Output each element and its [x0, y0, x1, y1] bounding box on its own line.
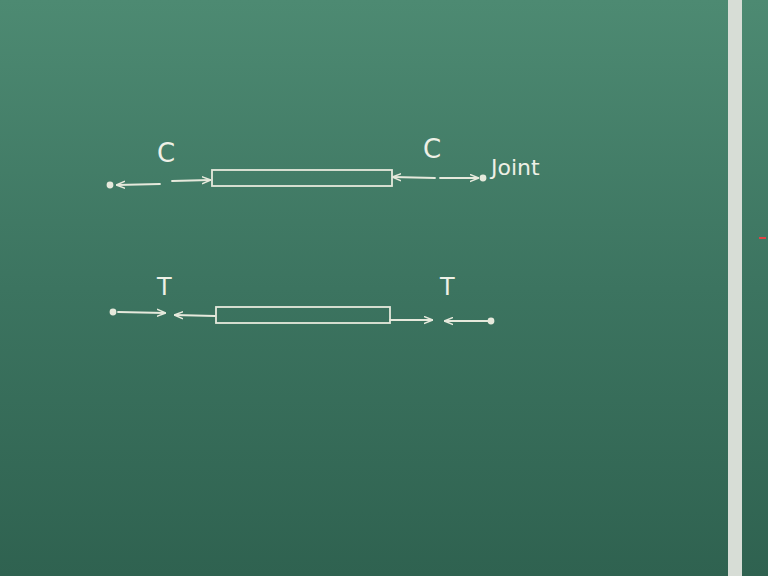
- force-label: T: [440, 275, 455, 299]
- joint-dot: [481, 176, 486, 181]
- force-arrow: [445, 320, 488, 322]
- chalk-mark: [759, 237, 766, 239]
- force-label: C: [157, 140, 175, 166]
- force-arrow: [440, 177, 478, 179]
- board-panel: [742, 0, 768, 576]
- joint-dot: [489, 319, 494, 324]
- force-arrow: [118, 312, 165, 313]
- joint-dot: [108, 183, 113, 188]
- force-arrow: [393, 177, 435, 178]
- force-arrow: [175, 315, 215, 316]
- force-label: C: [423, 136, 441, 162]
- member-bar: [216, 307, 390, 323]
- force-label: T: [157, 275, 172, 299]
- force-arrow: [117, 184, 160, 185]
- joint-dot: [111, 310, 116, 315]
- board-divider: [728, 0, 742, 576]
- board-panel: [0, 0, 728, 576]
- force-arrow: [172, 180, 210, 181]
- member-bar: [212, 170, 392, 186]
- joint-label: Joint: [491, 157, 540, 179]
- force-arrow: [390, 319, 432, 321]
